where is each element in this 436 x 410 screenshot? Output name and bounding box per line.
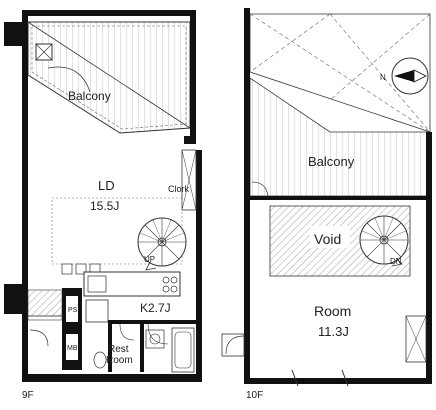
floor-10-void-label-bg <box>310 226 350 248</box>
north-arrow-icon <box>391 57 429 95</box>
floor-10-right-wall <box>426 132 432 384</box>
floor-10-plan: Balcony Void DN Room 11.3J 10F <box>221 8 432 401</box>
floor-9-ld-zone <box>51 197 183 265</box>
floor-9-right-column <box>184 136 196 144</box>
floor-9-bathtub <box>171 327 195 373</box>
floor-9-washbasin <box>145 329 165 349</box>
floor-9-floor-label: 9F <box>22 390 34 401</box>
floor-9-genkan <box>27 289 63 317</box>
floor-9-plan: Balcony LD 15.5J Clork UP K2.7J PS MB Re… <box>4 10 202 401</box>
floor-9-balcony-area <box>27 21 191 134</box>
floor-9-balcony-door-swing <box>47 66 91 93</box>
floor-10-room-label: Room <box>314 303 351 319</box>
floor-9-ps-box <box>66 296 78 322</box>
floor-9-ps-label: PS <box>68 307 78 314</box>
floor-9-top-left-block <box>4 22 22 46</box>
floor-9-mb-label: MB <box>67 345 78 352</box>
floor-9-kitchen-label: K2.7J <box>140 301 171 315</box>
compass-label: N <box>380 73 386 82</box>
floor-10-room-area: 11.3J <box>318 324 349 339</box>
floor-9-entry-door-swing <box>29 329 49 347</box>
floor-9-bath-top-wall <box>108 320 196 324</box>
floor-9-ld-label: LD <box>98 178 115 193</box>
floor-10-void-label: Void <box>314 231 341 247</box>
floor-9-right-upper-wall <box>190 10 196 140</box>
floor-10-window-mark-2 <box>341 369 349 387</box>
floor-10-stair-label: DN <box>390 257 402 266</box>
floor-9-balcony-outline <box>31 25 187 130</box>
floor-9-fridge <box>85 299 109 323</box>
floor-10-door <box>221 333 245 357</box>
floor-9-restroom-label-2: Room <box>106 355 133 366</box>
floor-9-spiral-stair <box>137 217 187 271</box>
floor-9-right-wall <box>196 150 202 380</box>
floor-9-entry <box>27 315 63 321</box>
floor-9-stove <box>162 276 178 293</box>
floor-10-window-mark-1 <box>291 369 299 387</box>
floor-9-kitchen-sink <box>87 275 107 293</box>
floor-9-ld-area: 15.5J <box>90 199 119 213</box>
floor-9-balcony-label: Balcony <box>68 89 111 103</box>
floor-9-left-wall <box>22 10 28 380</box>
floor-10-floor-label: 10F <box>246 390 263 401</box>
floor-10-spiral-stair <box>359 215 409 267</box>
floor-9-mb-box <box>66 334 78 360</box>
floor-9-left-column <box>4 284 28 314</box>
floor-9-stair-label: UP <box>144 255 155 264</box>
floor-9-toilet <box>93 351 107 369</box>
floor-9-restroom-wall <box>108 320 112 372</box>
floor-10-bottom-wall <box>244 378 432 384</box>
floor-9-balcony-diagonal <box>27 21 191 129</box>
floor-9-restroom-label-1: Rest <box>108 344 129 355</box>
floor-10-balcony-wall <box>244 196 430 200</box>
floor-9-top-wall <box>22 10 194 16</box>
floor-10-balcony-label: Balcony <box>308 154 355 169</box>
floor-9-bottom-wall <box>22 374 202 382</box>
floor-9-bath-wall <box>140 320 144 372</box>
floor-9-closet-label: Clork <box>168 184 190 194</box>
